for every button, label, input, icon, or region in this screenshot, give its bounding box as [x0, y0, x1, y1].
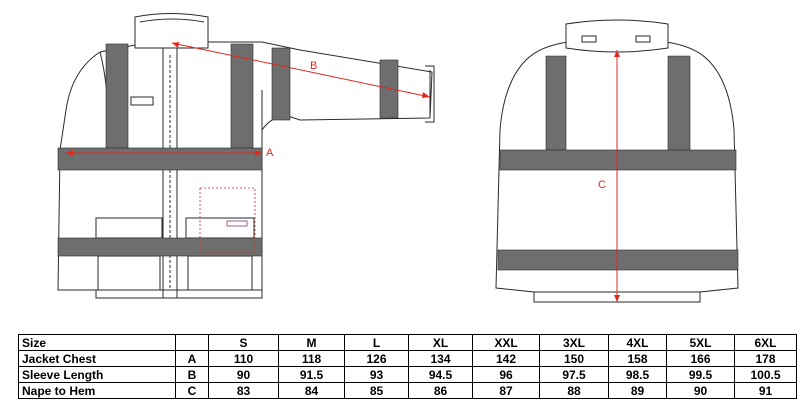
- table-cell: 150: [539, 350, 609, 367]
- table-cell: 87: [472, 382, 540, 399]
- table-cell: 99.5: [666, 366, 735, 383]
- header-size-4xl: 4XL: [608, 334, 667, 351]
- table-cell: 86: [408, 382, 473, 399]
- table-cell: 84: [278, 382, 345, 399]
- table-cell: 93: [344, 366, 409, 383]
- header-size-xxl: XXL: [472, 334, 540, 351]
- row-label: Nape to Hem: [18, 382, 176, 399]
- header-size-s: S: [208, 334, 279, 351]
- front-collar: [134, 13, 209, 49]
- header-code-cell: [175, 334, 209, 351]
- measure-a-label: A: [266, 147, 274, 159]
- chest-badge: [130, 96, 154, 106]
- header-size-6xl: 6XL: [734, 334, 797, 351]
- header-size-3xl: 3XL: [539, 334, 609, 351]
- measure-c-nape: C: [598, 50, 620, 302]
- table-cell: 126: [344, 350, 409, 367]
- jacket-size-diagram: A B C: [57, 13, 739, 303]
- measure-b-label: B: [310, 60, 317, 72]
- table-cell: 90: [666, 382, 735, 399]
- table-cell: 100.5: [734, 366, 797, 383]
- table-cell: 90: [208, 366, 279, 383]
- table-cell: 91.5: [278, 366, 345, 383]
- table-cell: 110: [208, 350, 279, 367]
- table-cell: 94.5: [408, 366, 473, 383]
- table-cell: 98.5: [608, 366, 667, 383]
- row-label: Sleeve Length: [18, 366, 176, 383]
- table-cell: 83: [208, 382, 279, 399]
- row-code: B: [175, 366, 209, 383]
- back-hood-collar: [565, 19, 669, 53]
- id-card-panel: [199, 187, 256, 253]
- table-cell: 91: [734, 382, 797, 399]
- measure-c-label: C: [598, 179, 606, 191]
- table-cell: 134: [408, 350, 473, 367]
- measure-b-sleeve: B: [171, 42, 431, 98]
- table-cell: 158: [608, 350, 667, 367]
- back-reflective-bands: [497, 55, 739, 271]
- header-size-l: L: [344, 334, 409, 351]
- front-left-pocket-flap: [95, 217, 163, 239]
- header-size-5xl: 5XL: [666, 334, 735, 351]
- table-cell: 97.5: [539, 366, 609, 383]
- measure-a-chest: A: [66, 147, 274, 159]
- table-cell: 142: [472, 350, 540, 367]
- header-size-label: Size: [18, 334, 176, 351]
- table-cell: 88: [539, 382, 609, 399]
- table-cell: 166: [666, 350, 735, 367]
- header-size-m: M: [278, 334, 345, 351]
- row-code: A: [175, 350, 209, 367]
- table-cell: 96: [472, 366, 540, 383]
- row-code: C: [175, 382, 209, 399]
- header-size-xl: XL: [408, 334, 473, 351]
- table-cell: 89: [608, 382, 667, 399]
- table-cell: 85: [344, 382, 409, 399]
- table-cell: 118: [278, 350, 345, 367]
- table-cell: 178: [734, 350, 797, 367]
- row-label: Jacket Chest: [18, 350, 176, 367]
